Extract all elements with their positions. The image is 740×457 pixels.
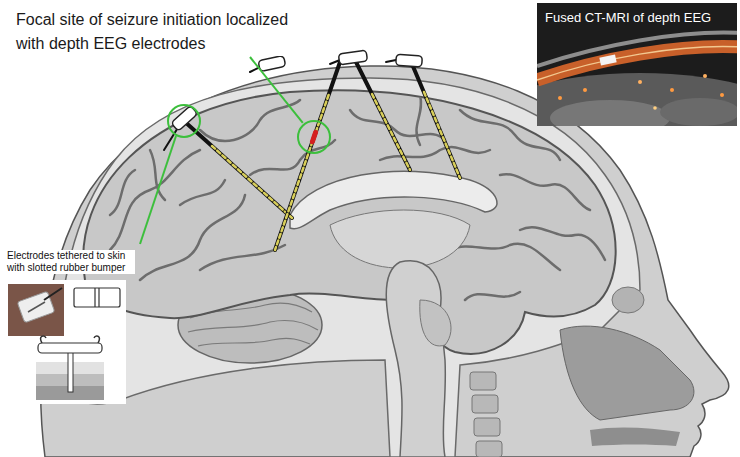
sulcus: [250, 140, 335, 175]
bumper-photo-slot: [28, 302, 45, 312]
callout-label: Focal site of seizure initiation localiz…: [14, 8, 304, 56]
sulcus: [465, 292, 520, 300]
bumper-hook: [94, 336, 99, 343]
ct-skull-band: [537, 47, 737, 80]
electrode-shaft: [184, 121, 292, 218]
sulcus: [140, 195, 245, 280]
sulcus: [110, 170, 135, 215]
ct-mri-inset: [480, 3, 740, 177]
rubber-bumper: [258, 55, 286, 71]
bumper-slot: [98, 288, 99, 307]
electrode-shaft: [275, 62, 340, 250]
bumper-insets: [4, 280, 126, 404]
sulcus: [200, 245, 285, 270]
highlight-circle: [168, 105, 200, 137]
rubber-bumper: [396, 54, 423, 67]
rubber-bumpers: [171, 50, 422, 131]
leader-line: [140, 136, 176, 244]
electrode-contacts: [372, 94, 410, 170]
electrode-contacts: [212, 146, 292, 218]
electrode-contacts: [275, 95, 329, 250]
ct-contact: [638, 80, 642, 84]
ct-contact: [653, 106, 657, 110]
vertebra: [470, 372, 496, 390]
label-holder: Fused CT-MRI of depth EEG: [545, 8, 711, 26]
ct-contact: [670, 88, 674, 92]
bumper-photo: [8, 284, 64, 336]
seizure-contact: [312, 132, 315, 141]
gyri: [110, 95, 605, 300]
bumper-bar: [38, 343, 102, 353]
bumper-schematic: [74, 288, 120, 307]
bumper-slot: [94, 288, 95, 307]
folia-line: [188, 320, 318, 332]
oral-cavity: [590, 427, 680, 446]
rubber-bumper: [338, 50, 367, 65]
sulcus: [350, 110, 445, 140]
depth-electrodes: [164, 60, 460, 250]
skull-bone: [60, 78, 640, 457]
bumper-hook: [41, 336, 46, 343]
vertebra: [472, 395, 498, 413]
mri-tissue: [537, 73, 737, 126]
nasal-cavity: [560, 326, 694, 420]
sulcus: [416, 95, 421, 145]
ct-contact: [703, 74, 707, 78]
highlights: [140, 57, 330, 244]
vertebra: [476, 441, 502, 457]
thalamus: [330, 210, 470, 268]
ct-contact: [583, 88, 587, 92]
inset-caption: Electrodes tethered to skin with slotted…: [5, 250, 135, 274]
inset-ground: [4, 280, 126, 404]
mri-tissue: [550, 100, 670, 126]
electrode-shaft: [412, 64, 460, 178]
sulcus: [180, 180, 225, 205]
ct-contact: [558, 96, 562, 100]
label-holder: Focal site of seizure initiation localiz…: [14, 8, 304, 56]
ct-contact: [720, 93, 724, 97]
mri-tissue: [660, 98, 737, 126]
electrode-contacts: [424, 92, 460, 178]
highlight-circle: [298, 121, 330, 153]
corpus-callosum: [290, 171, 497, 229]
bumper-stem: [68, 352, 73, 392]
vertebra: [474, 418, 500, 436]
sulcus: [450, 244, 560, 270]
ct-electrode: [599, 54, 616, 65]
folia-line: [198, 338, 310, 346]
bumper-photo-wire: [44, 288, 62, 300]
orbit: [612, 287, 644, 313]
inset-title: Fused CT-MRI of depth EEG: [545, 10, 711, 26]
sulcus: [380, 147, 490, 160]
leader-line: [250, 57, 303, 123]
bumper-lead: [386, 60, 396, 62]
label-holder: Electrodes tethered to skin with slotted…: [5, 250, 135, 275]
ct-skull-line: [537, 47, 737, 80]
sulcus: [500, 174, 590, 210]
cerebrum: [83, 90, 615, 354]
sulcus: [200, 100, 300, 141]
brainstem: [386, 261, 445, 457]
head-silhouette: [41, 66, 729, 457]
sulcus: [520, 227, 605, 260]
pons: [420, 300, 451, 346]
electrode-shaft: [356, 62, 410, 170]
